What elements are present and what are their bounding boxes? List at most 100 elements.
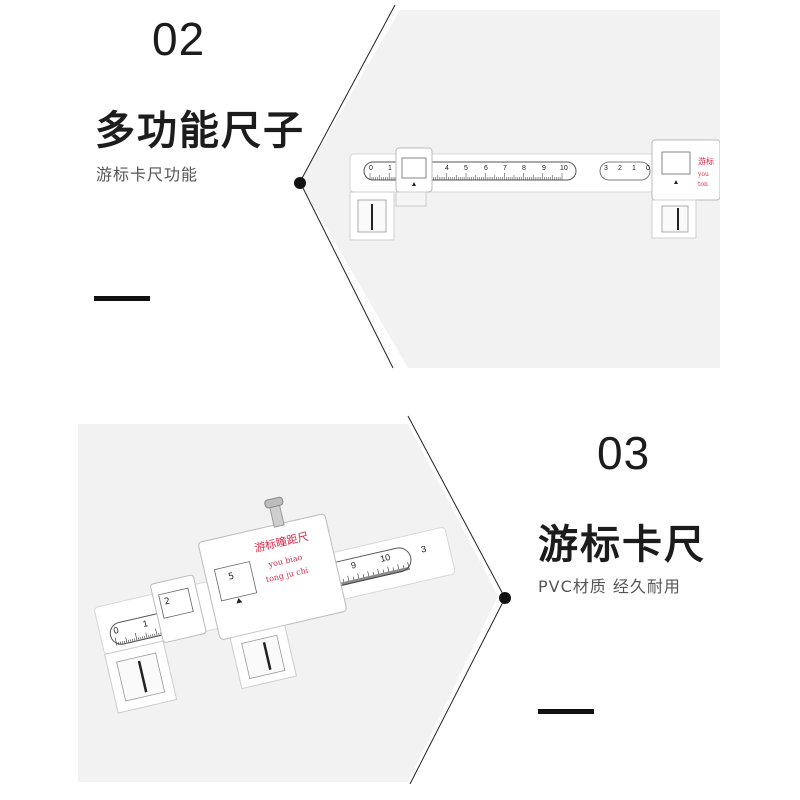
svg-text:1: 1 [632,165,636,172]
scale-tick [402,568,404,572]
scale-tick [158,632,160,636]
svg-text:ton: ton [698,181,708,188]
scale-tick [381,573,383,577]
scale-tick [372,571,375,578]
section-title: 游标卡尺 [538,522,706,568]
svg-text:5: 5 [464,165,468,172]
scale-tick [138,637,140,641]
feature-section-02: 0 1 2 3 4 5 6 7 8 9 10 [94,4,720,369]
scale-tick [118,642,120,646]
scale-tick [342,582,344,586]
scale-tick [134,638,136,642]
scale-tick [144,636,146,640]
scale-tick [377,573,379,578]
scale-tick [397,569,399,573]
scale-tick [122,641,124,645]
scale-tick [387,566,390,575]
scale-tick [374,574,376,578]
scale-tick [377,568,380,577]
scale-tick [382,572,384,576]
scale-tick [390,570,392,575]
svg-text:7: 7 [503,165,507,172]
scale-tick [402,565,405,572]
scale-tick [360,577,362,581]
scale-tick [344,581,346,585]
svg-text:9: 9 [350,560,357,571]
scale-tick [145,632,148,639]
scale-tick [114,637,118,646]
scale-tick [351,579,353,584]
scale-tick [160,632,162,636]
scale-tick [342,578,345,585]
ruler-photo-2: 0 1 9 10 3 2 5 游标 [78,424,498,782]
svg-text:1: 1 [388,165,392,172]
scale-tick [386,571,388,575]
svg-text:10: 10 [379,552,391,564]
scale-tick [124,640,126,644]
scale-tick [365,576,367,580]
scale-tick [375,574,377,578]
section-number: 03 [597,427,651,479]
scale-tick [361,577,363,581]
scale-tick [128,639,130,643]
section-divider-dash [94,296,150,301]
scale-tick [120,641,122,645]
scale-tick [397,564,400,573]
scale-tick [379,573,381,577]
scale-tick [152,634,154,638]
scale-tick [341,582,343,586]
scale-tick [347,575,350,584]
scale-tick [154,633,156,637]
scale-tick [380,573,382,577]
scale-tick [130,639,132,643]
scale-tick [357,578,359,582]
scale-tick [405,567,407,571]
scale-tick [347,580,349,584]
scale-tick [349,580,351,584]
scale-tick [362,577,364,581]
scale-tick [396,569,398,573]
scale-tick [406,567,408,571]
svg-text:1: 1 [142,618,149,629]
scale-tick [372,575,374,579]
scale-tick [400,568,402,572]
svg-text:4: 4 [445,165,449,172]
right-scale-labels: 3 2 1 0 [604,165,650,172]
scale-tick [356,578,358,582]
section-subtitle: 游标卡尺功能 [96,165,199,184]
scale-tick [362,574,365,581]
scale-tick [125,637,128,644]
svg-text:3: 3 [604,165,608,172]
scale-tick [352,579,354,583]
scale-tick [148,635,150,639]
svg-text:0: 0 [369,165,373,172]
section-divider-dash [538,709,594,714]
scale-tick [370,575,372,579]
section-number: 02 [152,13,206,65]
svg-text:2: 2 [163,597,171,608]
scale-tick [391,570,393,574]
svg-text:9: 9 [542,165,546,172]
scale-tick [135,633,138,641]
svg-text:6: 6 [484,165,488,172]
scale-tick [367,576,369,580]
scale-tick [401,568,403,572]
scale-tick [382,569,385,576]
svg-text:0: 0 [646,165,650,172]
scale-tick [385,572,387,576]
scale-tick [357,573,360,582]
scale-tick [404,567,406,571]
section-subtitle: PVC材质 经久耐用 [538,577,681,596]
svg-text:5: 5 [227,572,235,583]
scale-tick [387,571,389,575]
scale-tick [150,634,152,638]
section-title: 多功能尺子 [95,108,305,154]
feature-section-03: 0 1 9 10 3 2 5 游标 [0,400,800,800]
svg-text:0: 0 [112,625,119,636]
scale-tick [389,571,391,575]
scale-tick [392,570,394,574]
scale-tick [384,572,386,576]
scale-tick [355,579,357,583]
scale-tick [369,575,371,579]
scale-tick [140,636,142,641]
